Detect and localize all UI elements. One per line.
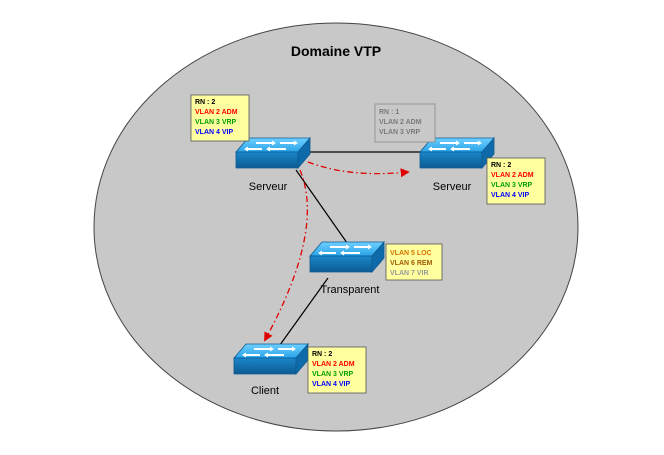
vlan-item: VLAN 7 VIR (390, 270, 429, 277)
vtp-update-arrow-to-server (307, 161, 410, 178)
rn-label: RN : 1 (379, 109, 399, 116)
switch-label-transparent: Transparent (321, 284, 380, 296)
switch-label-client: Client (251, 385, 279, 397)
vlan-box-client: RN : 2 VLAN 2 ADM VLAN 3 VRP VLAN 4 VIP (307, 346, 367, 394)
rn-label: RN : 2 (195, 99, 215, 106)
domain-title: Domaine VTP (291, 43, 381, 59)
switch-transparent[interactable] (309, 241, 385, 273)
vlan-item: VLAN 3 VRP (312, 371, 354, 378)
vlan-box-server-left: RN : 2 VLAN 2 ADM VLAN 3 VRP VLAN 4 VIP (190, 94, 250, 142)
vlan-item: VLAN 2 ADM (491, 172, 534, 179)
vlan-item: VLAN 4 VIP (195, 129, 233, 136)
vlan-item: VLAN 4 VIP (312, 381, 350, 388)
vlan-item: VLAN 3 VRP (491, 182, 533, 189)
switch-client[interactable] (233, 343, 309, 375)
rn-label: RN : 2 (491, 162, 511, 169)
vlan-item: VLAN 6 REM (390, 260, 433, 267)
vlan-box-transparent: VLAN 5 LOC VLAN 6 REM VLAN 7 VIR (385, 243, 443, 281)
vlan-item: VLAN 3 VRP (379, 129, 421, 136)
vlan-box-server-right: RN : 2 VLAN 2 ADM VLAN 3 VRP VLAN 4 VIP (486, 157, 546, 205)
vlan-item: VLAN 5 LOC (390, 250, 432, 257)
link-transparent-client (271, 277, 329, 357)
vlan-item: VLAN 2 ADM (195, 109, 238, 116)
switch-server-left[interactable] (235, 137, 311, 169)
link-server-transparent (295, 169, 353, 251)
vtp-update-arrow-to-client (264, 169, 308, 342)
rn-label: RN : 2 (312, 351, 332, 358)
switch-server-right[interactable] (419, 137, 495, 169)
switch-label-server-right: Serveur (433, 181, 472, 193)
switch-label-server-left: Serveur (249, 181, 288, 193)
vlan-item: VLAN 2 ADM (312, 361, 355, 368)
vlan-box-server-right-old: RN : 1 VLAN 2 ADM VLAN 3 VRP (374, 103, 436, 143)
vlan-item: VLAN 4 VIP (491, 192, 529, 199)
vlan-item: VLAN 2 ADM (379, 119, 422, 126)
vlan-item: VLAN 3 VRP (195, 119, 237, 126)
